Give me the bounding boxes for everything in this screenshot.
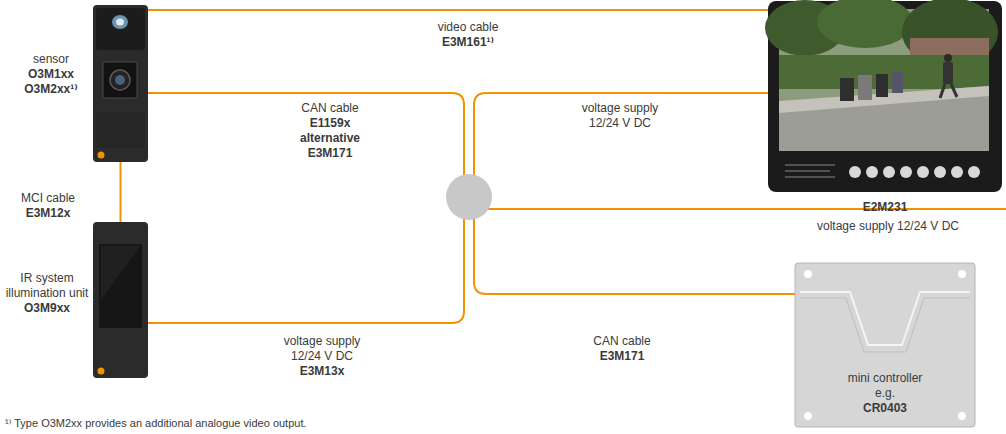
monitor-device-part-part xyxy=(917,166,929,178)
monitor-device-part-part xyxy=(951,166,963,178)
sensor-device-part xyxy=(96,8,145,50)
monitor-device-part xyxy=(892,72,903,93)
sensor-device-part xyxy=(103,62,137,98)
sensor-device-part xyxy=(116,19,124,26)
illumination-device-part xyxy=(101,246,140,300)
controller-device-part xyxy=(800,298,970,352)
edge-layer xyxy=(121,10,796,294)
part-number: E3M171 xyxy=(572,349,672,364)
sensor-device-part xyxy=(110,70,130,90)
illumination-device xyxy=(93,222,148,378)
monitor-device-part-part xyxy=(934,166,946,178)
controller-device-part xyxy=(800,292,970,345)
monitor-device-part xyxy=(817,0,913,48)
sensor-device-part xyxy=(115,75,125,85)
illumination-device-part xyxy=(98,368,105,375)
monitor-device xyxy=(765,0,1002,192)
monitor-device-part xyxy=(840,78,854,101)
part-label: mini controller e.g. xyxy=(840,371,930,401)
controller-device-part xyxy=(804,270,812,278)
part-number: O3M1xx O3M2xx¹⁾ xyxy=(15,67,87,97)
part-number: O3M9xx xyxy=(1,301,93,316)
cable-label: voltage supply 12/24 V DC xyxy=(570,101,670,131)
illumination-node: IR system illumination unitO3M9xx xyxy=(93,222,148,378)
cable-label: video cable E3M161¹⁾ xyxy=(428,20,508,50)
junction-hub xyxy=(446,174,492,220)
cable-connector xyxy=(148,93,795,294)
sensor-device xyxy=(93,5,148,162)
controller-device-part xyxy=(958,270,966,278)
monitor-device-part xyxy=(943,62,953,84)
controller-device-part xyxy=(795,263,975,427)
monitor-device-part-part xyxy=(849,166,861,178)
cable-label: CAN cable xyxy=(572,334,672,349)
cable-connector xyxy=(120,162,122,222)
cable-label: CAN cable E1159x alternative E3M171 xyxy=(291,101,369,161)
controller-device xyxy=(795,263,975,427)
monitor-device-part-part xyxy=(900,166,912,178)
cable-label: voltage supply 12/24 V DC xyxy=(790,219,986,234)
sensor-node: sensorO3M1xx O3M2xx¹⁾ xyxy=(93,5,148,162)
illumination-device-part xyxy=(93,222,148,378)
monitor-device-part xyxy=(944,54,952,62)
sensor-device-part xyxy=(93,5,148,162)
sensor-device-part xyxy=(112,15,128,29)
footnote: ¹⁾ Type O3M2xx provides an additional an… xyxy=(5,416,425,430)
part-label: IR system illumination unit xyxy=(1,271,93,301)
supply-wire-part xyxy=(480,208,1006,210)
part-number: E2M231 xyxy=(768,200,1002,215)
monitor-device-part xyxy=(849,166,980,178)
supply-wire-part xyxy=(474,93,768,190)
controller-device-part xyxy=(804,412,812,420)
part-number: CR0403 xyxy=(840,401,930,416)
monitor-device-part-part xyxy=(883,166,895,178)
controller-node: mini controller e.g.CR0403 xyxy=(795,263,975,427)
monitor-device-part-part xyxy=(866,166,878,178)
cable-label: MCI cable E3M12x xyxy=(8,191,88,221)
sensor-device-part xyxy=(98,152,105,159)
monitor-device-part xyxy=(858,75,872,100)
cable-label: voltage supply 12/24 V DC xyxy=(272,334,372,364)
monitor-device-part xyxy=(876,74,888,97)
controller-device-part xyxy=(958,412,966,420)
monitor-device-part xyxy=(785,165,835,177)
monitor-node: E2M231 xyxy=(768,0,1002,192)
monitor-device-part-part xyxy=(968,166,980,178)
illumination-device-part xyxy=(99,244,142,328)
part-number: E3M13x xyxy=(272,364,372,379)
supply-wire-part xyxy=(148,205,464,323)
monitor-device-part xyxy=(940,84,957,98)
part-label: sensor xyxy=(15,52,87,67)
cable-connector xyxy=(148,9,768,11)
sensor-device-part xyxy=(96,112,145,148)
